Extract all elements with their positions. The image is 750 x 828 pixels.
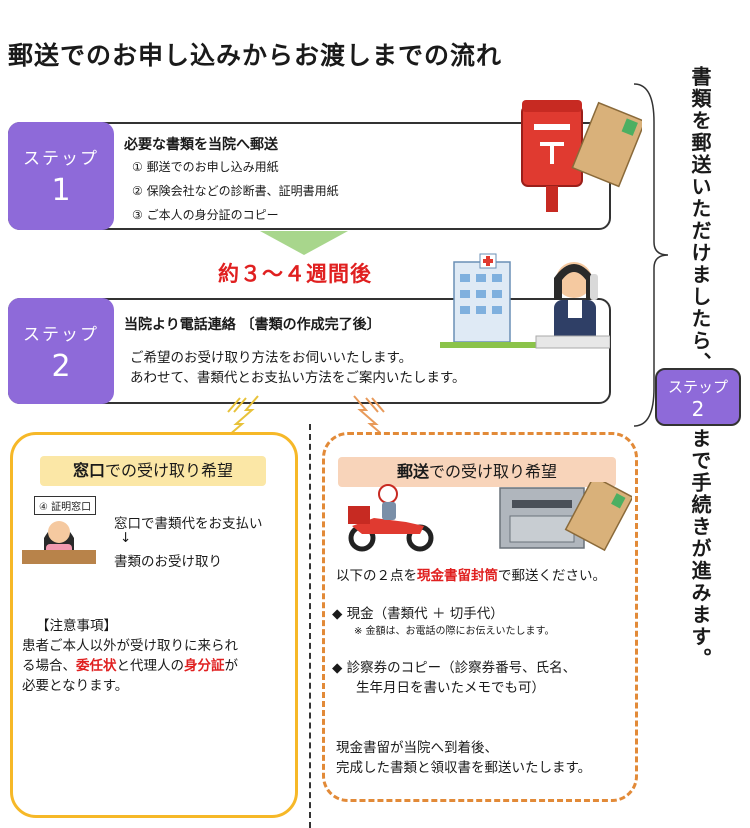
side-badge-number: 2 — [691, 397, 705, 421]
options-divider — [309, 424, 311, 828]
page-title: 郵送でのお申し込みからお渡しまでの流れ — [8, 41, 503, 70]
step1-heading: 必要な書類を当院へ郵送 — [124, 137, 278, 153]
step1-badge-number: 1 — [51, 173, 71, 208]
split-arrows — [227, 395, 385, 437]
notes-text-a: る場合、 — [22, 658, 76, 674]
step1-item-3: ③ ご本人の身分証のコピー — [132, 208, 279, 222]
notes-id: 身分証 — [184, 658, 225, 674]
window-pickup-tag-bold: 窓口 — [72, 461, 105, 480]
postal-scooter-illustration — [348, 484, 434, 552]
step1-badge-label: ステップ — [23, 149, 99, 169]
mail-pickup-tag-rest: での受け取り希望 — [429, 462, 558, 481]
interval-text: 約３～４週間後 — [218, 262, 372, 286]
mail-item-card-1: ◆ 診察券のコピー（診察券番号、氏名、 — [332, 660, 577, 676]
notes-proxy-letter: 委任状 — [76, 658, 117, 674]
mail-item-cash: ◆ 現金（書類代 ＋ 切手代） — [332, 606, 504, 622]
mail-intro-a: 以下の２点を — [336, 568, 417, 584]
mail-pickup-panel — [322, 432, 638, 802]
mailbox-illustration — [521, 100, 642, 212]
side-badge-label: ステップ — [667, 378, 728, 396]
hospital-phone-illustration — [440, 253, 610, 349]
step2-line-2: あわせて、書類代とお支払い方法をご案内いたします。 — [130, 370, 466, 386]
window-flow-arrow: ↓ — [120, 530, 132, 546]
notes-line-1: 患者ご本人以外が受け取りに来られ — [22, 638, 238, 654]
side-step2-badge: ステップ 2 — [655, 368, 741, 426]
step2-card: ステップ 2 当院より電話連絡 〔書類の作成完了後〕 ご希望のお受け取り方法をお… — [8, 298, 611, 404]
window-flow-1: 窓口で書類代をお支払い — [114, 516, 263, 532]
side-note-bottom: まで手続きが進みます。 — [688, 428, 712, 670]
step1-card: ステップ 1 必要な書類を当院へ郵送 ① 郵送でのお申し込み用紙 ② 保険会社な… — [8, 122, 611, 230]
step2-badge-number: 2 — [51, 349, 71, 384]
notes-line-3: 必要となります。 — [22, 678, 129, 694]
mail-slot-illustration — [499, 482, 632, 552]
mail-item-card-2: 生年月日を書いたメモでも可） — [356, 680, 545, 696]
step2-line-1: ご希望のお受け取り方法をお伺いいたします。 — [130, 350, 413, 366]
mail-closing-2: 完成した書類と領収書を郵送いたします。 — [336, 760, 592, 776]
step1-item-2: ② 保険会社などの診断書、証明書用紙 — [132, 184, 339, 198]
mail-item-cash-note: ※ 金額は、お電話の際にお伝えいたします。 — [354, 626, 555, 637]
receptionist-illustration — [22, 521, 96, 564]
step1-badge: ステップ 1 — [8, 122, 114, 230]
window-pickup-tag-rest: での受け取り希望 — [105, 461, 234, 480]
counter-sign: ④ 証明窓口 — [34, 496, 97, 515]
notes-text-e: が — [224, 658, 239, 674]
notes-heading: 【注意事項】 — [36, 618, 117, 634]
mail-intro: 以下の２点を現金書留封筒で郵送ください。 — [336, 564, 606, 584]
mail-intro-envelope: 現金書留封筒 — [417, 568, 498, 584]
bracket-line — [633, 83, 669, 427]
side-note-top: 書類を郵送いただけましたら、 — [688, 66, 712, 374]
mail-closing-1: 現金書留が当院へ到着後、 — [336, 740, 498, 756]
step1-item-1: ① 郵送でのお申し込み用紙 — [132, 160, 279, 174]
notes-text-c: と代理人の — [116, 658, 185, 674]
step2-badge-label: ステップ — [23, 325, 99, 345]
down-arrow — [260, 231, 348, 255]
mail-intro-c: で郵送ください。 — [498, 568, 606, 584]
window-pickup-tag: 窓口での受け取り希望 — [40, 456, 266, 486]
mail-pickup-tag: 郵送での受け取り希望 — [338, 457, 616, 487]
notes-line-2: る場合、委任状と代理人の身分証が — [22, 654, 238, 674]
step2-heading: 当院より電話連絡 〔書類の作成完了後〕 — [124, 317, 381, 333]
window-flow-2: 書類のお受け取り — [114, 554, 222, 570]
step2-badge: ステップ 2 — [8, 298, 114, 404]
mail-pickup-tag-bold: 郵送 — [396, 462, 429, 481]
